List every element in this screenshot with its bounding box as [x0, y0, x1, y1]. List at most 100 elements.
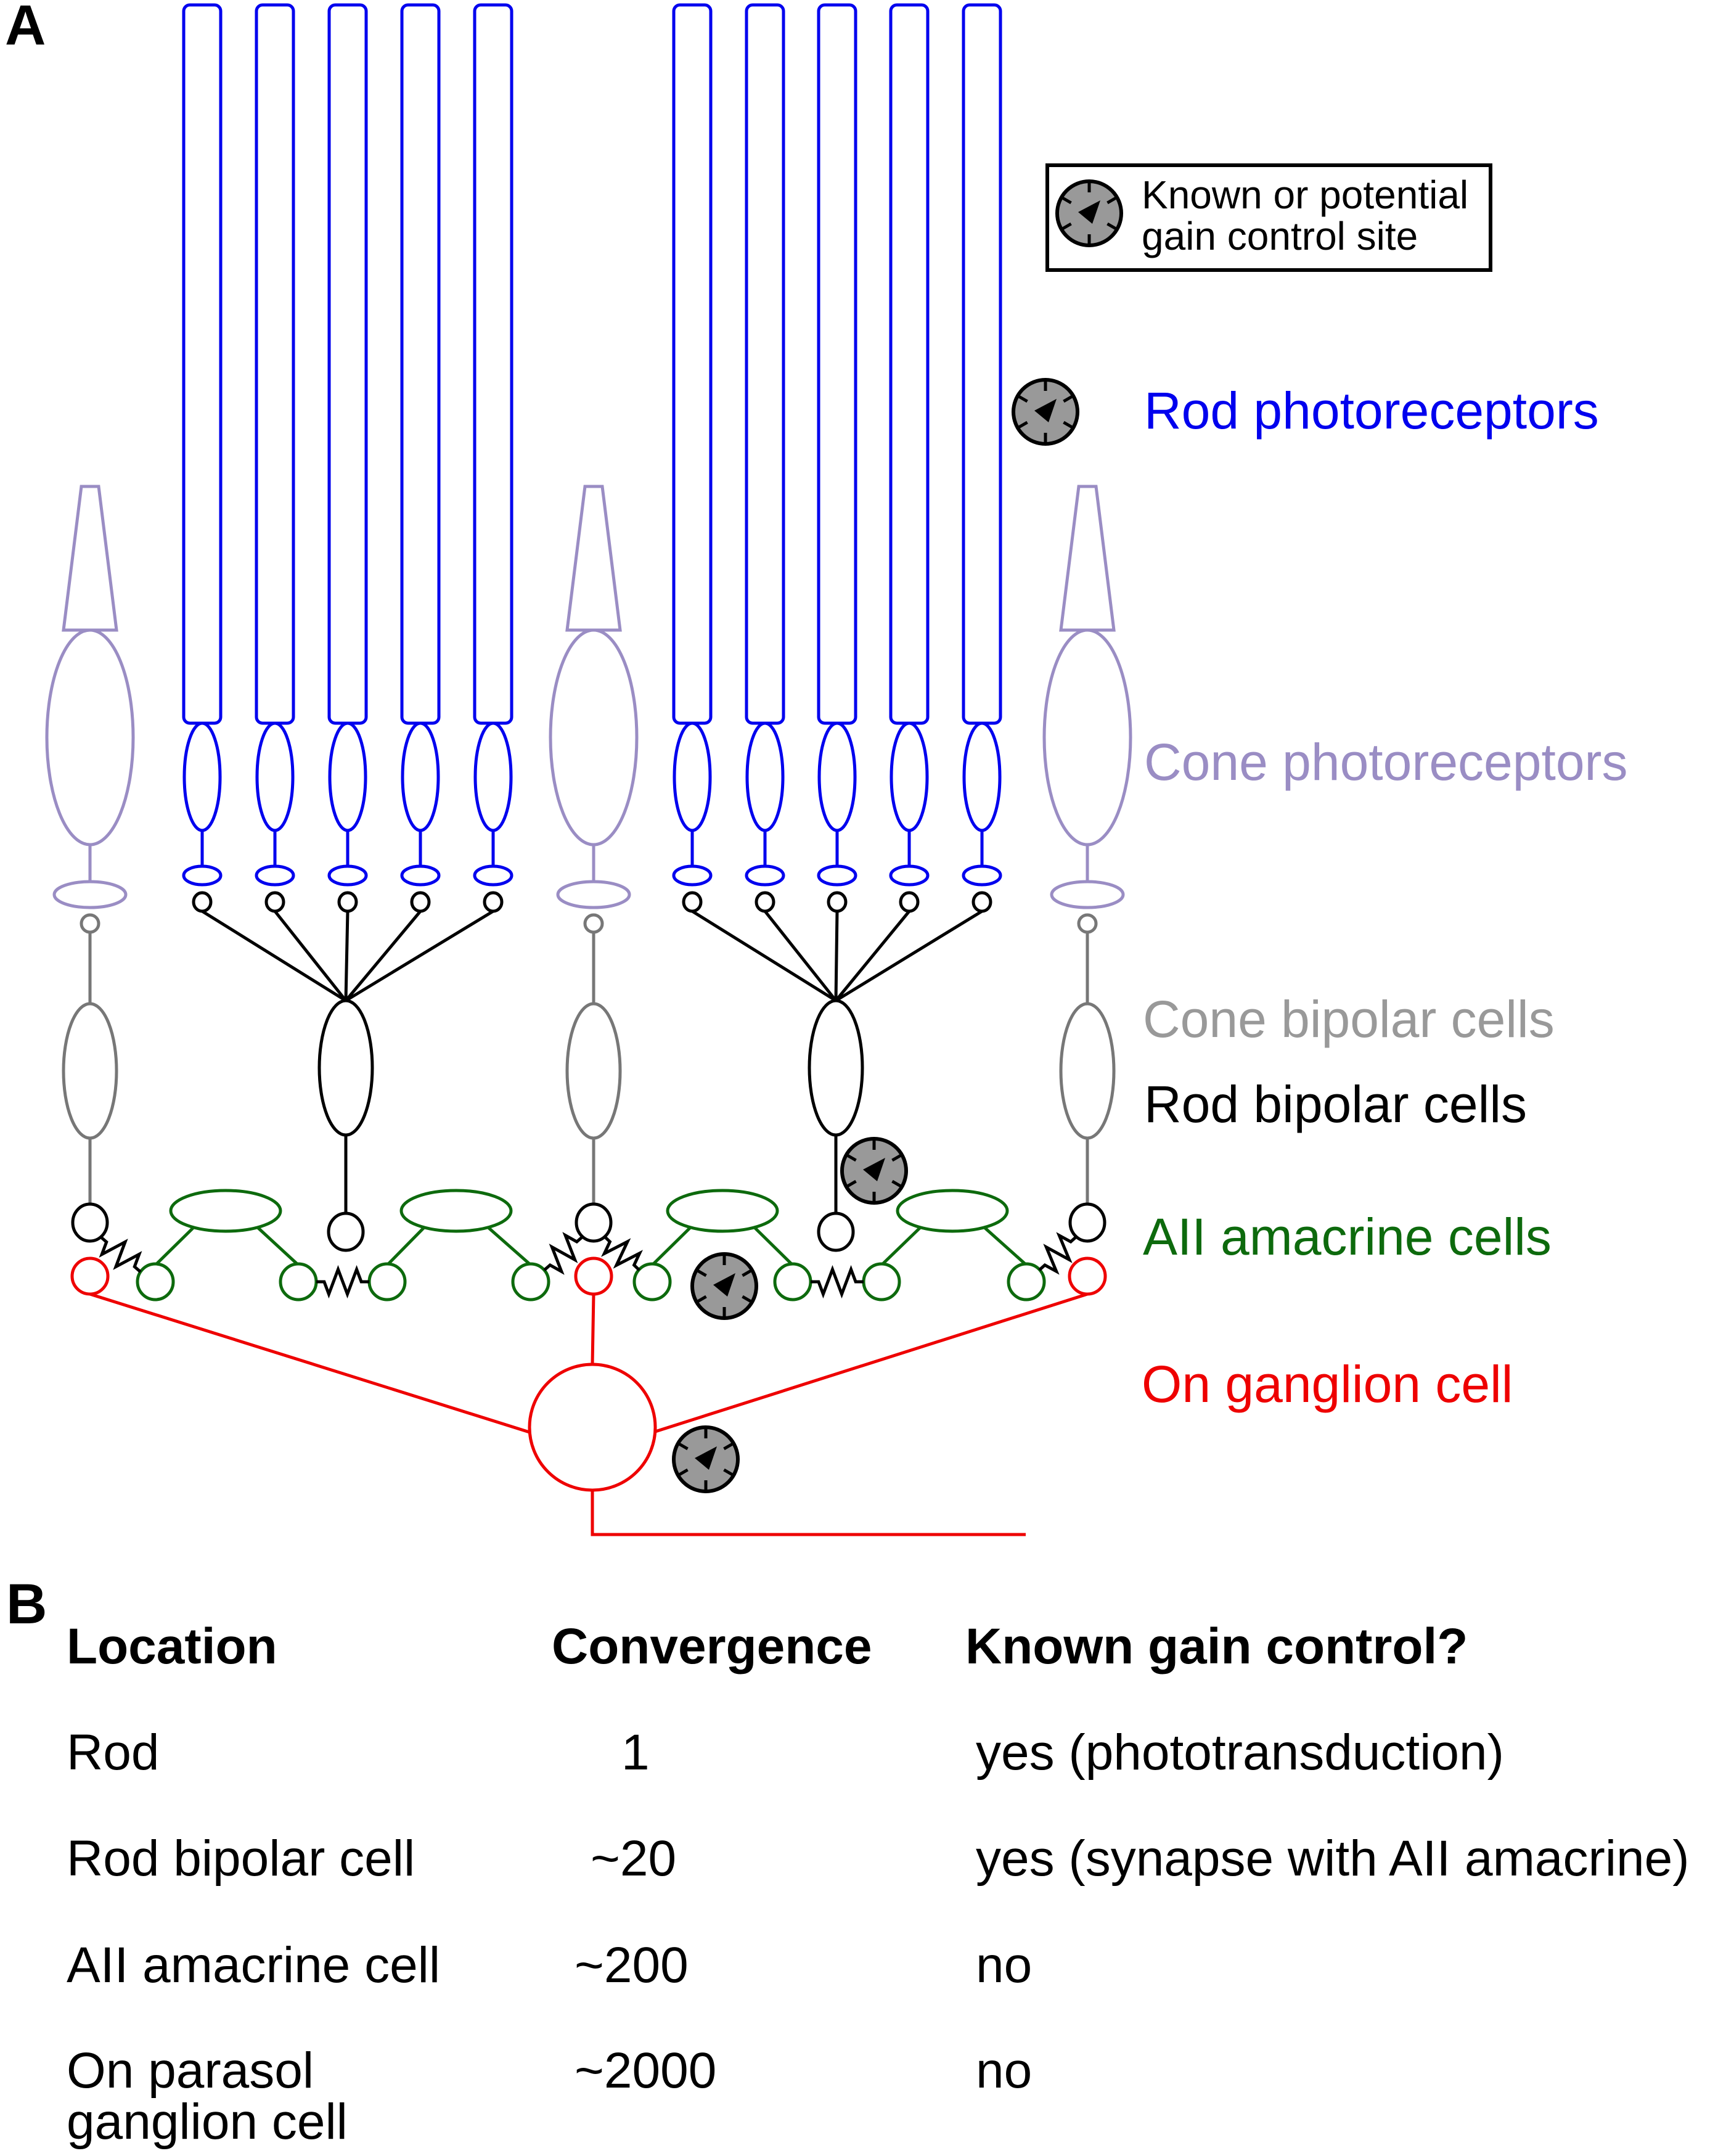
- panel-b-label: B: [6, 1573, 47, 1636]
- dial-tick: [742, 1295, 753, 1304]
- amacrine-soma: [399, 1189, 513, 1233]
- gap-junction: [99, 1236, 142, 1273]
- amacrine-soma: [666, 1189, 779, 1233]
- amacrine-lobular-appendage: [632, 1262, 672, 1301]
- panel-a-label: A: [5, 0, 46, 57]
- cone-outer-segment: [62, 485, 118, 632]
- cell-gain-control: yes (phototransduction): [976, 1724, 1504, 1781]
- dial-tick: [891, 1153, 903, 1162]
- rod-bipolar-dendrite-tip: [483, 891, 504, 913]
- rod-photoreceptor: [889, 3, 930, 887]
- ganglion-dendrite: [89, 1292, 530, 1434]
- rod-photoreceptor: [255, 3, 295, 887]
- legend-line-1: Known or potential: [1142, 173, 1468, 217]
- cell-convergence: ~200: [575, 1937, 689, 1993]
- rod-spherule: [473, 864, 513, 887]
- rod-bipolar-dendrite: [345, 910, 422, 1002]
- rod-bipolar-cells: [192, 891, 992, 1252]
- cone-bipolar-cell: [565, 913, 622, 1243]
- dial-pointer: [695, 1446, 717, 1470]
- rod-photoreceptor: [745, 3, 785, 887]
- amacrine-lobular-appendage: [862, 1262, 901, 1301]
- rod-bipolar-dendrite: [344, 911, 350, 1001]
- table-row: AII amacrine cell ~200 no: [67, 1937, 1032, 1993]
- rod-bipolar-dendrite: [274, 910, 347, 1002]
- rod-inner-segment: [817, 721, 857, 832]
- legend-line-2: gain control site: [1142, 214, 1418, 258]
- rod-bipolar-terminal: [817, 1211, 855, 1252]
- gap-junctions: [99, 1232, 1078, 1299]
- cone-photoreceptor: [1042, 485, 1132, 909]
- cell-convergence: 1: [621, 1724, 650, 1781]
- gap-junction: [316, 1264, 369, 1299]
- rod-bipolar-dendrite-tip: [264, 891, 285, 913]
- amacrine-dendrite: [256, 1226, 298, 1265]
- rod-bipolar-dendrite: [834, 911, 839, 1001]
- rod-outer-segment: [400, 3, 441, 725]
- rod-inner-segment: [328, 721, 367, 832]
- ganglion-dendrite: [591, 1293, 595, 1365]
- dial-tick: [723, 1468, 735, 1477]
- rod-bipolar-dendrite-tip: [410, 891, 431, 913]
- cone-bipolar-dendrite-tip: [1077, 913, 1098, 934]
- label-cone-photoreceptors: Cone photoreceptors: [1144, 733, 1628, 791]
- rod-bipolar-dendrite-tip: [971, 891, 992, 913]
- amacrine-dendrite: [881, 1226, 922, 1265]
- gain-control-dial-icon: [1055, 179, 1123, 247]
- rod-bipolar-dendrite-tip: [755, 891, 775, 913]
- rod-spherule: [400, 864, 441, 887]
- amacrine-dendrite: [155, 1226, 195, 1265]
- legend: Known or potential gain control site: [1045, 163, 1492, 272]
- dial-tick: [677, 1468, 689, 1477]
- dial-tick: [1106, 222, 1118, 231]
- amacrine-dendrite: [753, 1226, 793, 1265]
- rod-spherule: [817, 864, 857, 887]
- label-aii-amacrine-cells: AII amacrine cells: [1143, 1208, 1552, 1266]
- convergence-table: Location Convergence Known gain control?…: [67, 1618, 1690, 2150]
- cell-location: AII amacrine cell: [67, 1937, 440, 1993]
- rod-spherule: [889, 864, 930, 887]
- dial-tick: [1063, 394, 1074, 403]
- rod-bipolar-soma: [317, 999, 374, 1137]
- dial-tick: [1016, 394, 1028, 403]
- header-known-gain-control: Known gain control?: [965, 1618, 1468, 1674]
- cone-bipolar-cell: [62, 913, 118, 1243]
- dial-pointer: [863, 1158, 885, 1181]
- rod-spherule: [745, 864, 785, 887]
- aii-amacrine-cell: [367, 1189, 550, 1301]
- rod-bipolar-dendrite: [764, 910, 837, 1002]
- cell-convergence: ~2000: [575, 2043, 716, 2099]
- header-convergence: Convergence: [552, 1618, 872, 1674]
- on-ganglion-cell: [70, 1256, 1107, 1536]
- dial-tick: [1060, 195, 1072, 205]
- aii-amacrine-cell: [136, 1189, 318, 1301]
- rod-inner-segment: [255, 721, 295, 832]
- gain-control-dial-icon: [840, 1137, 908, 1205]
- ganglion-dendrite: [655, 1292, 1088, 1433]
- rod-photoreceptor: [817, 3, 857, 887]
- rod-photoreceptor: [327, 3, 368, 887]
- dial-tick: [891, 1179, 903, 1189]
- label-rod-bipolar-cells: Rod bipolar cells: [1144, 1075, 1527, 1133]
- rod-bipolar-terminal: [327, 1211, 365, 1252]
- rod-photoreceptor: [182, 3, 223, 887]
- dial-tick: [1060, 222, 1072, 231]
- rod-bipolar-cell: [192, 891, 504, 1252]
- amacrine-lobular-appendage: [136, 1262, 175, 1301]
- dial-tick: [1063, 420, 1074, 430]
- cell-location: Rod bipolar cell: [67, 1830, 415, 1887]
- amacrine-dendrite: [983, 1226, 1026, 1265]
- cell-location-line-2: ganglion cell: [67, 2094, 348, 2150]
- ganglion-dendrite-terminal: [574, 1256, 613, 1296]
- rod-outer-segment: [889, 3, 930, 725]
- cone-pedicle: [52, 880, 128, 909]
- rod-inner-segment: [890, 721, 929, 832]
- rod-bipolar-dendrite: [345, 909, 494, 1002]
- gap-junction: [811, 1264, 864, 1299]
- rod-inner-segment: [673, 721, 712, 832]
- rod-outer-segment: [182, 3, 223, 725]
- cone-outer-segment: [1059, 485, 1116, 632]
- cell-gain-control: no: [976, 2043, 1032, 2099]
- rod-inner-segment: [745, 721, 785, 832]
- rod-bipolar-dendrite-tip: [899, 891, 920, 913]
